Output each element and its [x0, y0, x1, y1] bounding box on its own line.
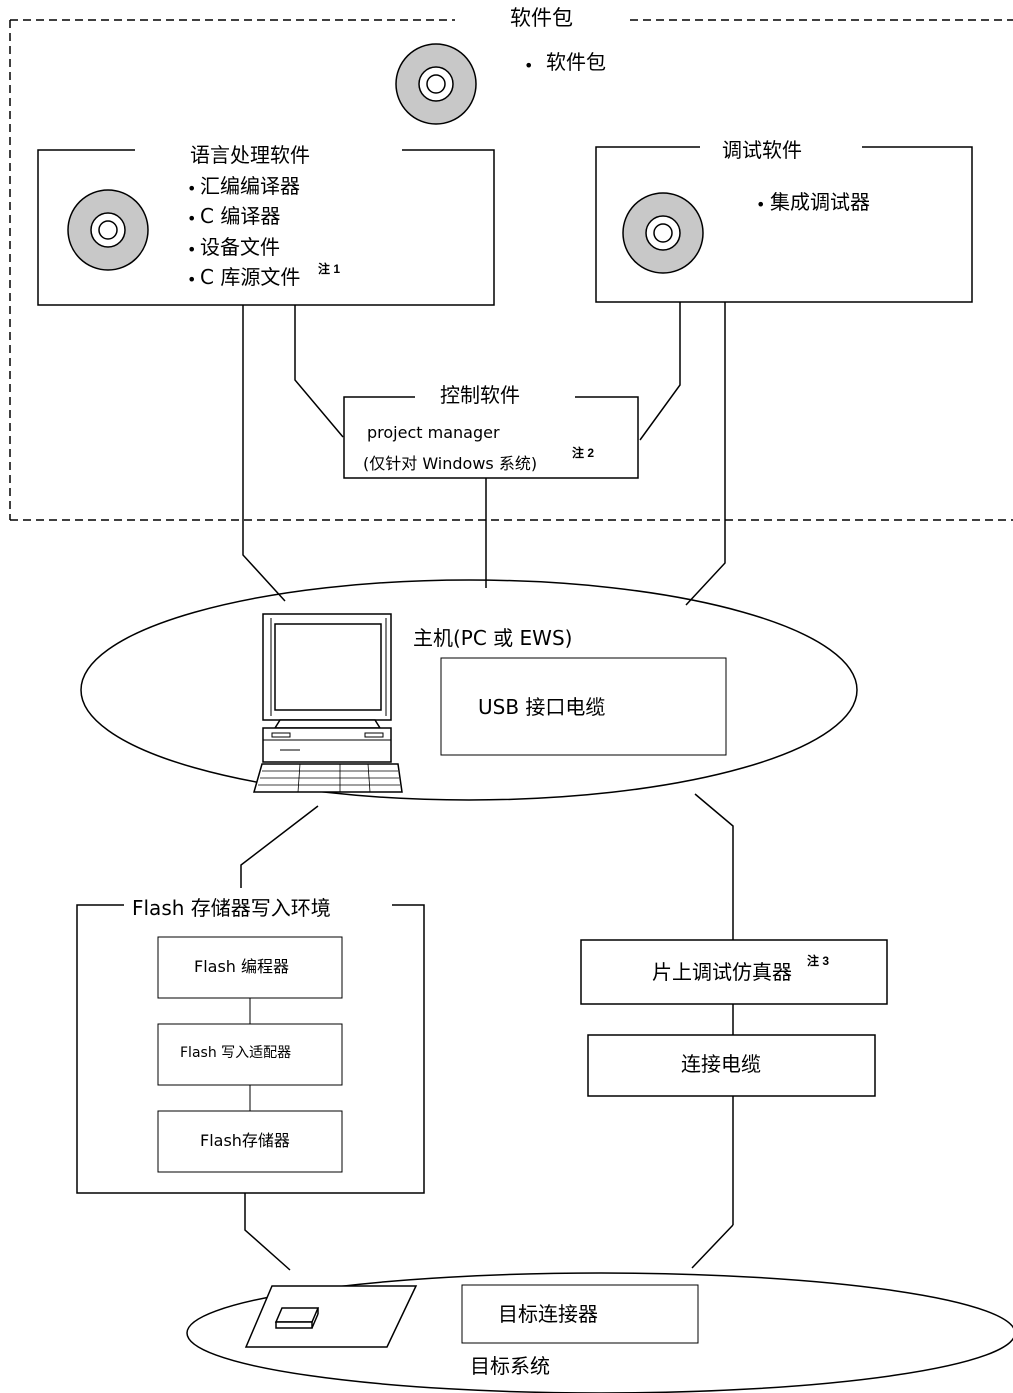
- debug-cd-icon: [622, 192, 704, 274]
- control-line-project-manager: project manager: [367, 423, 500, 442]
- control-software-title: 控制软件: [440, 383, 520, 407]
- flash-adapter-label: Flash 写入适配器: [180, 1045, 292, 1061]
- computer-icon: [253, 613, 403, 793]
- target-connector-label: 目标连接器: [498, 1302, 598, 1326]
- flash-memory-label: Flash存储器: [200, 1131, 290, 1150]
- language-cd-icon: [67, 189, 149, 271]
- flash-programmer-label: Flash 编程器: [194, 957, 290, 976]
- connection-cable-box: [587, 1034, 876, 1097]
- package-bullet: •: [524, 56, 534, 75]
- debug-software-box: [595, 146, 973, 303]
- emulator-label: 片上调试仿真器: [652, 960, 792, 984]
- usb-cable-box: [440, 657, 727, 756]
- bullet-5: •: [756, 195, 766, 214]
- target-board-icon: [244, 1285, 418, 1348]
- package-boundary: [9, 19, 1013, 521]
- note-3-mark: 注 3: [807, 954, 830, 968]
- bullet-1: •: [187, 179, 197, 198]
- target-system-label: 目标系统: [470, 1354, 550, 1378]
- language-item-assembler: 汇编编译器: [200, 174, 300, 198]
- host-ellipse: [80, 579, 858, 801]
- lower-connectors: [240, 793, 734, 1271]
- language-item-device-file: 设备文件: [200, 235, 280, 259]
- note-1-mark: 注 1: [318, 262, 341, 276]
- connection-cable-label: 连接电缆: [681, 1052, 761, 1076]
- note-2-mark: 注 2: [572, 446, 595, 460]
- flash-adapter-box: [157, 1023, 343, 1086]
- host-label: 主机(PC 或 EWS): [413, 626, 573, 650]
- control-software-box: [343, 396, 639, 479]
- target-connector-box: [461, 1284, 699, 1344]
- flash-environment-box: [76, 904, 425, 1194]
- language-software-title: 语言处理软件: [190, 143, 310, 167]
- flash-memory-box: [157, 1110, 343, 1173]
- debug-item-integrated-debugger: 集成调试器: [770, 190, 870, 214]
- emulator-box: [580, 939, 888, 1005]
- language-software-box: [37, 149, 495, 306]
- control-line-windows-only: (仅针对 Windows 系统): [363, 454, 538, 473]
- usb-cable-label: USB 接口电缆: [478, 695, 606, 719]
- flash-programmer-box: [157, 936, 343, 999]
- bullet-3: •: [187, 240, 197, 259]
- bullet-2: •: [187, 209, 197, 228]
- language-item-c-library-source: C 库源文件: [200, 265, 301, 289]
- flash-environment-title: Flash 存储器写入环境: [132, 896, 331, 920]
- target-system-ellipse: [186, 1272, 1013, 1393]
- bullet-4: •: [187, 270, 197, 289]
- language-item-c-compiler: C 编译器: [200, 204, 281, 228]
- package-item: 软件包: [546, 50, 606, 74]
- package-cd-icon: [395, 43, 477, 125]
- package-title: 软件包: [510, 6, 573, 30]
- debug-software-title: 调试软件: [722, 138, 802, 162]
- upper-connectors: [242, 302, 726, 606]
